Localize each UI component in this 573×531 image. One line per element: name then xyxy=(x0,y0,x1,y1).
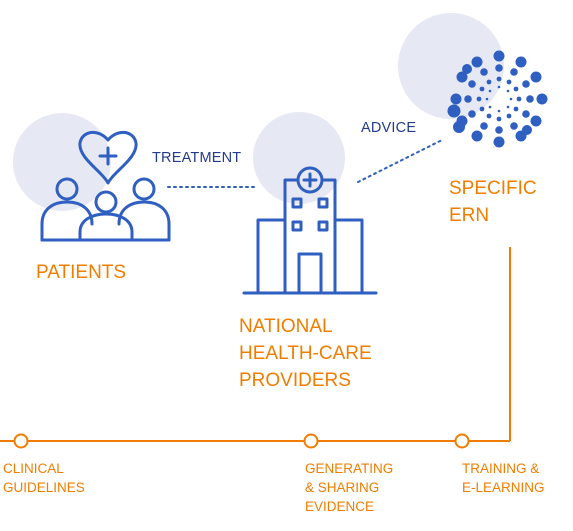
timeline-label-line-2: GUIDELINES xyxy=(3,480,85,495)
timeline-node-2 xyxy=(303,433,319,449)
patients-label: PATIENTS xyxy=(36,262,127,283)
timeline-label-clinical-guidelines: CLINICAL GUIDELINES xyxy=(3,459,85,497)
ern-label-line-1: SPECIFIC xyxy=(449,178,537,199)
providers-label-line-2: HEALTH-CARE xyxy=(239,343,372,364)
treatment-label: TREATMENT xyxy=(152,150,242,166)
patients-heart-icon xyxy=(40,131,171,242)
timeline-label-line-1: CLINICAL xyxy=(3,461,64,476)
hospital-building-icon xyxy=(242,166,378,295)
providers-label-line-1: NATIONAL xyxy=(239,316,333,337)
advice-label: ADVICE xyxy=(361,120,417,136)
ern-halo xyxy=(398,13,504,119)
timeline-label-training: TRAINING & E-LEARNING xyxy=(462,459,545,497)
timeline-label-generating-evidence: GENERATING & SHARING EVIDENCE xyxy=(305,459,393,516)
timeline-node-1 xyxy=(13,433,29,449)
timeline-label-line-1: TRAINING & xyxy=(462,461,540,476)
timeline-label-line-1: GENERATING xyxy=(305,461,394,476)
timeline xyxy=(0,247,511,449)
timeline-label-line-3: EVIDENCE xyxy=(305,499,375,514)
timeline-node-3 xyxy=(454,433,470,449)
patients-halo xyxy=(13,113,111,211)
providers-halo xyxy=(253,112,345,204)
providers-label: NATIONAL HEALTH-CARE PROVIDERS xyxy=(239,313,372,394)
timeline-label-line-2: E-LEARNING xyxy=(462,480,545,495)
ern-dot-cluster-icon xyxy=(447,50,548,148)
timeline-label-line-2: & SHARING xyxy=(305,480,380,495)
ern-label: SPECIFIC ERN xyxy=(449,175,537,229)
ern-label-line-2: ERN xyxy=(449,205,490,226)
advice-link xyxy=(357,139,443,183)
providers-label-line-3: PROVIDERS xyxy=(239,370,351,391)
